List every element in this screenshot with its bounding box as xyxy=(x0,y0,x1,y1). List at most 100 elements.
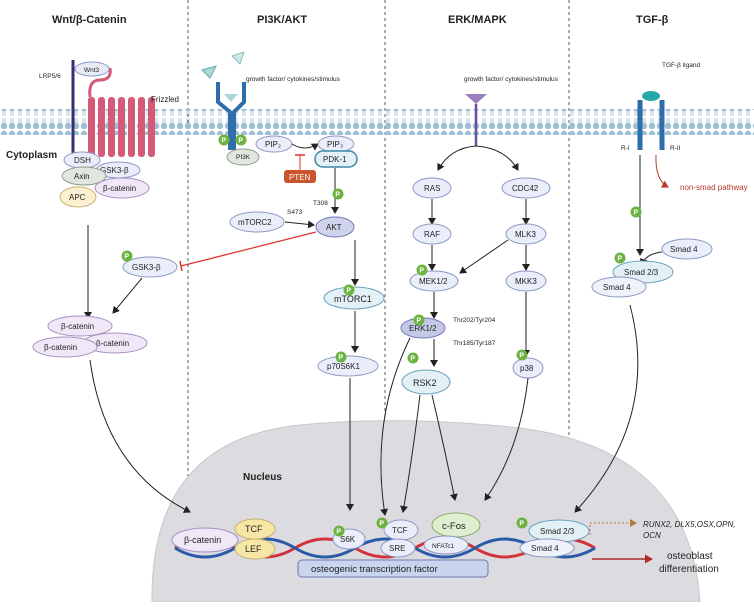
nuc-tcf-label: TCF xyxy=(245,524,263,534)
thr202-label: Thr202/Tyr204 xyxy=(453,317,496,324)
phospho-circle xyxy=(335,351,347,363)
raf-node xyxy=(412,223,452,245)
outcome-label-2: differentiation xyxy=(659,564,719,575)
phospho-badge: P xyxy=(516,517,528,529)
r1-label: R-I xyxy=(621,145,630,152)
akt-inhibit-bar xyxy=(179,260,183,272)
phospho-circle xyxy=(516,349,528,361)
phospho-circle xyxy=(332,188,344,200)
bcat-complex-node xyxy=(94,177,150,199)
frizzled-receptor xyxy=(88,67,155,157)
rsk2-label: RSK2 xyxy=(413,378,437,388)
header-pi3k: PI3K/AKT xyxy=(257,14,307,26)
arrow-pip2-pip3 xyxy=(291,143,319,151)
nuc-lef-node xyxy=(234,538,276,560)
rsk2-node xyxy=(401,369,451,395)
mtorc2-node xyxy=(229,211,285,233)
arrow-receptor-cdc42 xyxy=(475,145,519,171)
tgf-ligand xyxy=(642,91,660,101)
akt-node xyxy=(315,216,355,238)
mtorc2-label: mTORC2 xyxy=(238,218,272,227)
pi3k-stimulus-label: growth factor/ cytokines/stimulus xyxy=(246,76,341,83)
mek-label: MEK1/2 xyxy=(419,277,448,286)
bcat-label-1: β-catenin xyxy=(61,322,94,331)
phospho-circle xyxy=(333,525,345,537)
frizzled-label: Frizzled xyxy=(151,95,179,104)
t308-label: T308 xyxy=(313,200,328,207)
phospho-label: P xyxy=(416,318,421,325)
outcome-label-1: osteoblast xyxy=(667,551,713,562)
phospho-circle xyxy=(416,264,428,276)
dsh-label: DSH xyxy=(74,156,91,165)
bcat-complex-label: β-catenin xyxy=(103,184,136,193)
phospho-circle xyxy=(407,352,419,364)
nuc-smad4-node xyxy=(519,538,575,558)
mtorc1-label: mTORC1 xyxy=(334,294,372,304)
phospho-circle xyxy=(630,206,642,218)
phospho-label: P xyxy=(419,268,424,275)
nuc-bcat-node xyxy=(171,527,239,553)
tgf-ligand-label: TGF-β ligand xyxy=(662,62,700,69)
p38-label: p38 xyxy=(520,364,534,373)
arrow-rsk2-cfos xyxy=(431,394,458,501)
nuc-lef-label: LEF xyxy=(245,544,262,554)
pi3k-receptor xyxy=(216,82,246,150)
smad4-label: Smad 4 xyxy=(603,283,631,292)
phospho-circle xyxy=(516,517,528,529)
phospho-label: P xyxy=(335,192,340,199)
phospho-circle xyxy=(218,134,230,146)
phospho-badge: P xyxy=(614,252,626,264)
nucleus-label: Nucleus xyxy=(243,472,282,483)
pip2-label: PIP₂ xyxy=(265,140,281,149)
mek-node xyxy=(409,270,459,292)
s473-label: S473 xyxy=(287,209,303,216)
wnt3-label: Wnt3 xyxy=(84,67,100,74)
ligand-triangle-2 xyxy=(231,51,245,65)
phospho-circle xyxy=(614,252,626,264)
genes-label-2: OCN xyxy=(643,531,661,540)
cdc42-node xyxy=(501,177,551,199)
otf-label: osteogenic transcription factor xyxy=(311,564,438,575)
pi3k-node-label: PI3K xyxy=(236,154,251,161)
phospho-circle xyxy=(376,517,388,529)
arrow-nonsmad xyxy=(655,154,669,188)
phospho-label: P xyxy=(410,356,415,363)
phospho-label: P xyxy=(633,210,638,217)
nuc-smad4-label: Smad 4 xyxy=(531,544,559,553)
bcat-node-1 xyxy=(47,315,113,337)
phospho-label: P xyxy=(124,254,129,261)
p70s6k1-node xyxy=(317,355,379,377)
phospho-badge: P xyxy=(332,188,344,200)
erk-stimulus-label: growth factor/ cytokines/stimulus xyxy=(464,76,559,83)
phospho-circle xyxy=(235,134,247,146)
mlk3-label: MLK3 xyxy=(515,230,536,239)
mlk3-node xyxy=(505,223,547,245)
otf-box xyxy=(297,559,489,578)
pdk1-label: PDK-1 xyxy=(323,155,347,164)
smad4-node xyxy=(591,276,647,298)
phospho-label: P xyxy=(336,529,341,536)
nuc-nfatc1-label: NFATc1 xyxy=(432,543,455,550)
phospho-badge: P xyxy=(121,250,133,262)
arrow-receptor-ras xyxy=(437,145,477,171)
nuc-tcf2-label: TCF xyxy=(392,526,408,535)
pi3k-receptor-ligand xyxy=(224,94,238,102)
smad4-top-node xyxy=(661,238,713,260)
akt-label: AKT xyxy=(326,223,342,232)
nuc-cfos-label: c-Fos xyxy=(442,521,466,532)
pi3k-node xyxy=(226,148,260,166)
arrow-mlk3-mek xyxy=(459,239,509,274)
cytoplasm-label: Cytoplasm xyxy=(6,150,57,161)
bcat-label-3: β-catenin xyxy=(44,343,77,352)
header-wnt: Wnt/β-Catenin xyxy=(52,14,127,26)
erk-ligand xyxy=(465,94,487,104)
phospho-badge: P xyxy=(407,352,419,364)
phospho-label: P xyxy=(238,138,243,145)
phospho-badge: P xyxy=(630,206,642,218)
r2-label: R-II xyxy=(670,145,681,152)
raf-label: RAF xyxy=(424,230,440,239)
mkk3-label: MKK3 xyxy=(515,277,537,286)
arrow-p38-nfatc1 xyxy=(484,377,529,501)
phospho-badge: P xyxy=(235,134,247,146)
